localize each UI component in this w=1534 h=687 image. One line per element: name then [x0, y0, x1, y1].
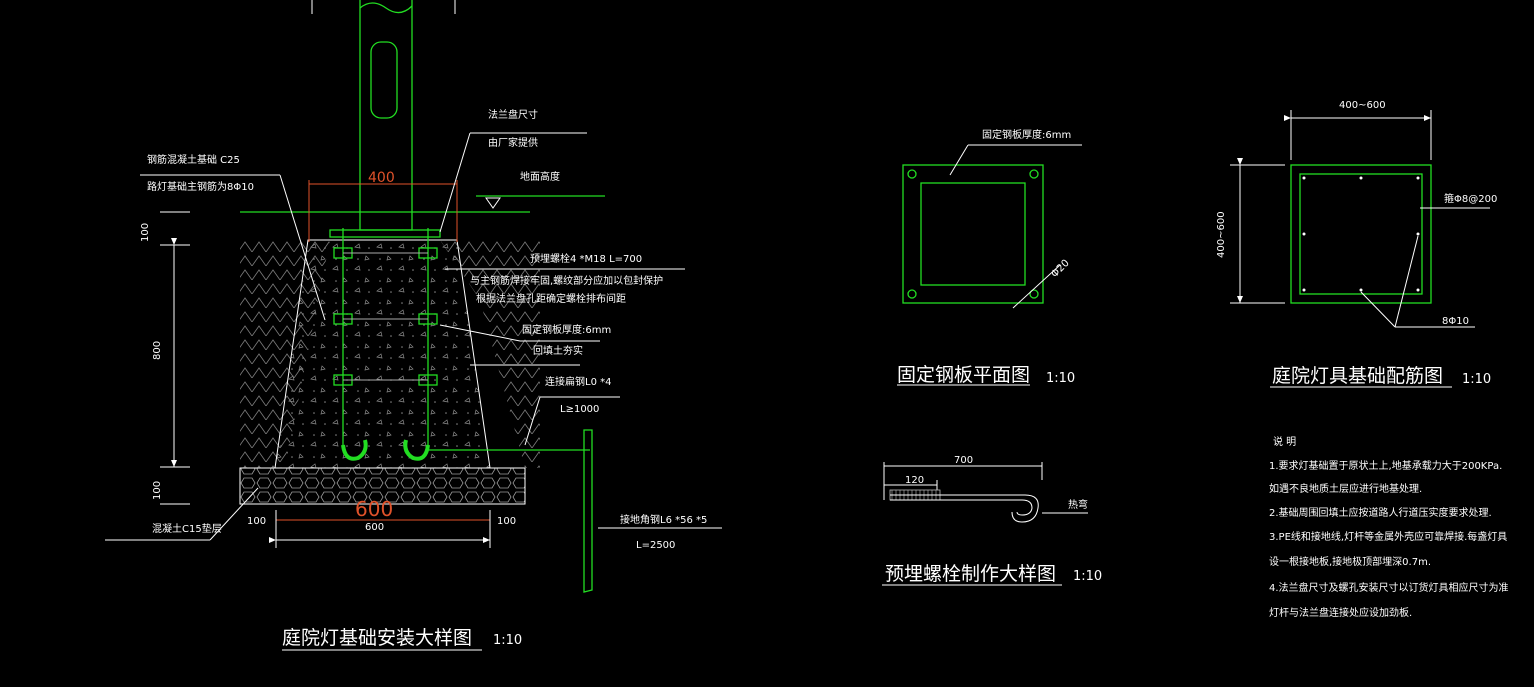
label-bolt: 预埋螺栓4 *M18 L=700	[530, 252, 642, 265]
note-line: 灯杆与法兰盘连接处应设加劲板.	[1269, 606, 1412, 619]
dim-h-top: 100	[140, 223, 151, 242]
dim-bottom: 600	[365, 522, 384, 533]
rebar-dim-h: 400~600	[1216, 211, 1227, 258]
label-ground: 地面高度	[520, 170, 560, 183]
note-line: 4.法兰盘尺寸及螺孔安装尺寸以订货灯具相应尺寸为准	[1269, 581, 1509, 594]
rebar-plan-title: 庭院灯具基础配筋图	[1272, 365, 1443, 387]
bolt-hook-left	[341, 439, 368, 461]
plate-hole-label: Φ20	[1049, 258, 1071, 280]
dim-bottom-red: 600	[355, 497, 393, 521]
bolt-detail-scale: 1:10	[1073, 569, 1102, 584]
rebar-stirrup-label: 箍Φ8@200	[1444, 192, 1497, 205]
note-line: 2.基础周围回填土应按道路人行道压实度要求处理.	[1269, 506, 1492, 519]
plate-plan-scale: 1:10	[1046, 371, 1075, 386]
note-line: 如遇不良地质土层应进行地基处理.	[1269, 482, 1422, 495]
flange-plate	[329, 229, 441, 238]
label-cushion: 混凝土C15垫层	[152, 522, 222, 535]
main-foundation-detail: 400 600 600 100 100 100 800 100	[105, 0, 722, 651]
dim-top-red: 400	[368, 170, 395, 186]
bolt-dim-thread: 120	[905, 475, 924, 486]
bolt-dim-total: 700	[954, 455, 973, 466]
note-line: 3.PE线和接地线,灯杆等金属外壳应可靠焊接.每盏灯具	[1269, 530, 1507, 543]
bolt-detail-drawing	[882, 462, 1088, 586]
main-detail-scale: 1:10	[493, 633, 522, 648]
dim-h-bot: 100	[152, 481, 163, 500]
dim-h-mid: 800	[152, 341, 163, 360]
note-line: 设一根接地板,接地极顶部埋深0.7m.	[1269, 555, 1431, 568]
plate-plan-drawing	[897, 144, 1082, 386]
bolt-detail-title: 预埋螺栓制作大样图	[885, 563, 1056, 585]
note-line: 1.要求灯基础置于原状土上,地基承载力大于200KPa.	[1269, 459, 1502, 472]
pole-hand-hole	[370, 41, 398, 119]
rebar-plan-drawing	[1230, 110, 1490, 388]
label-weld: 与主钢筋焊接牢固,螺纹部分应加以包封保护	[470, 274, 663, 287]
rebar-main-label: 8Φ10	[1442, 316, 1469, 327]
notes-list: 1.要求灯基础置于原状土上,地基承载力大于200KPa. 如遇不良地质土层应进行…	[1269, 459, 1509, 619]
rebar-dim-w: 400~600	[1339, 100, 1386, 111]
label-angle-len: L=2500	[636, 540, 675, 551]
plate-thickness-label: 固定钢板厚度:6mm	[982, 128, 1071, 141]
soil-hatch-right	[440, 240, 540, 468]
dim-left-100: 100	[247, 516, 266, 527]
label-concrete: 钢筋混凝土基础 C25	[147, 153, 240, 166]
label-rebar: 路灯基础主钢筋为8Φ10	[147, 180, 254, 193]
concrete-block	[274, 239, 491, 469]
lamp-pole	[359, 0, 413, 231]
rebar-plan-scale: 1:10	[1462, 372, 1491, 387]
bolt-hook-right	[403, 439, 430, 461]
plate-plan-title: 固定钢板平面图	[897, 364, 1030, 386]
label-connect: 连接扁钢L0 *4	[545, 375, 611, 388]
cushion-layer	[239, 467, 526, 505]
label-backfill: 回填土夯实	[533, 344, 583, 357]
notes-header: 说 明	[1273, 435, 1296, 448]
bolt-hook-label: 热弯	[1068, 498, 1088, 511]
label-length: L≥1000	[560, 404, 599, 415]
label-angle: 接地角钢L6 *56 *5	[620, 513, 707, 526]
label-plate: 固定钢板厚度:6mm	[522, 323, 611, 336]
label-spacing: 根据法兰盘孔距确定螺栓排布间距	[476, 292, 626, 305]
grounding-angle	[583, 429, 593, 593]
label-factory: 由厂家提供	[488, 136, 538, 149]
main-detail-title: 庭院灯基础安装大样图	[282, 627, 472, 649]
label-flange: 法兰盘尺寸	[488, 108, 538, 121]
dim-right-100: 100	[497, 516, 516, 527]
